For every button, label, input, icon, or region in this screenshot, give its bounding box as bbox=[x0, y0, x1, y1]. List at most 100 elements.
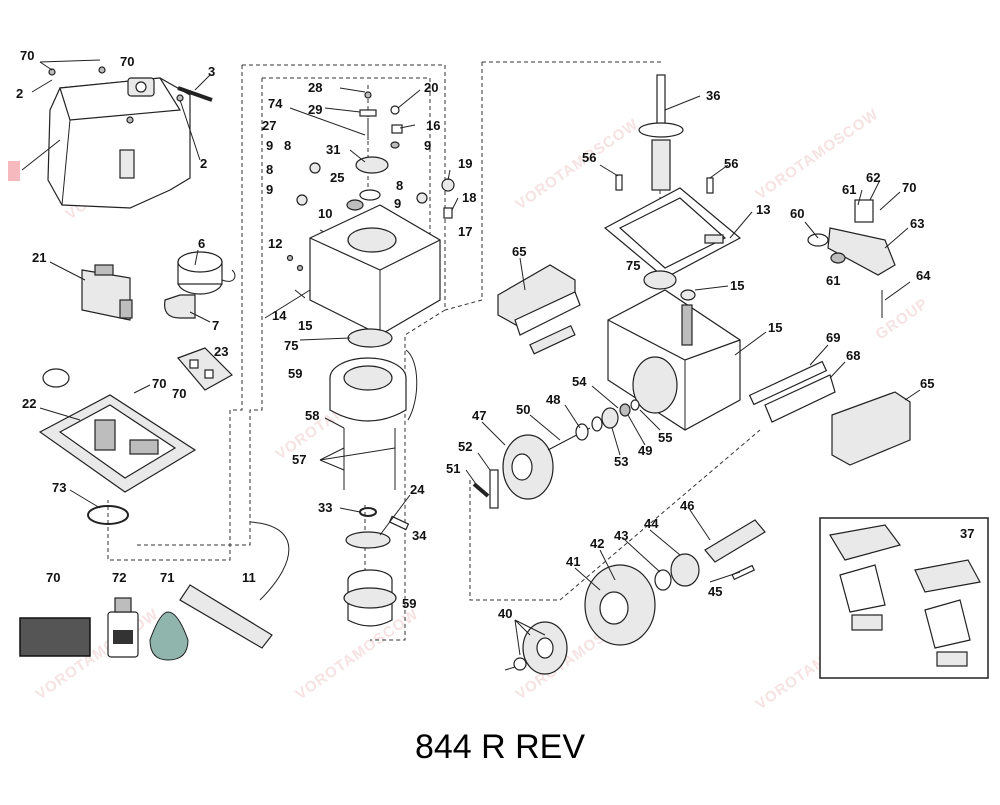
spring-part bbox=[472, 482, 490, 498]
callout-24: 24 bbox=[410, 482, 425, 497]
callout-25: 25 bbox=[330, 170, 344, 185]
svg-text:GROUP: GROUP bbox=[873, 295, 932, 343]
callout-9: 9 bbox=[266, 182, 273, 197]
bearing-part bbox=[347, 328, 393, 348]
plate-69-part bbox=[748, 360, 828, 406]
callout-56: 56 bbox=[724, 156, 738, 171]
callout-59: 59 bbox=[402, 596, 416, 611]
cover-part bbox=[47, 66, 191, 209]
callout-73: 73 bbox=[52, 480, 66, 495]
callout-72: 72 bbox=[112, 570, 126, 585]
side-cover-right-part bbox=[831, 391, 911, 466]
callout-64: 64 bbox=[916, 268, 931, 283]
plate-part bbox=[345, 531, 391, 549]
svg-text:VOROTAMOSCOW: VOROTAMOSCOW bbox=[513, 116, 642, 214]
callout-37: 37 bbox=[960, 526, 974, 541]
callout-7: 7 bbox=[212, 318, 219, 333]
callout-10: 10 bbox=[318, 206, 332, 221]
callout-28: 28 bbox=[308, 80, 322, 95]
callout-55: 55 bbox=[658, 430, 672, 445]
screws-part bbox=[343, 428, 396, 490]
callout-14: 14 bbox=[272, 308, 287, 323]
callout-labels: 1 70 2 70 3 2 21 6 7 23 70 70 22 73 70 7… bbox=[13, 48, 974, 621]
callout-61: 61 bbox=[826, 273, 840, 288]
callout-45: 45 bbox=[708, 584, 722, 599]
bracket-part bbox=[163, 294, 196, 319]
callout-31: 31 bbox=[326, 142, 340, 157]
callout-58: 58 bbox=[305, 408, 319, 423]
washers-15-part bbox=[680, 289, 696, 301]
callout-19: 19 bbox=[458, 156, 472, 171]
intermediate-shaft-part bbox=[547, 399, 640, 451]
callout-18: 18 bbox=[462, 190, 476, 205]
callout-34: 34 bbox=[412, 528, 427, 543]
callout-2: 2 bbox=[16, 86, 23, 101]
motor-housing-part bbox=[309, 204, 441, 336]
oil-bottle-part bbox=[107, 597, 139, 658]
callout-70: 70 bbox=[46, 570, 60, 585]
plug-part bbox=[42, 368, 70, 388]
callout-47: 47 bbox=[472, 408, 486, 423]
callout-70: 70 bbox=[172, 386, 186, 401]
callout-65: 65 bbox=[512, 244, 526, 259]
pin-56-left-part bbox=[615, 174, 623, 191]
callout-75: 75 bbox=[626, 258, 640, 273]
callout-48: 48 bbox=[546, 392, 560, 407]
bracket-68-part bbox=[764, 374, 836, 423]
assembly-guide-lines bbox=[107, 61, 761, 641]
side-cover-left-part bbox=[497, 264, 581, 355]
callout-13: 13 bbox=[756, 202, 770, 217]
rotor-part bbox=[343, 569, 397, 627]
callout-29: 29 bbox=[308, 102, 322, 117]
callout-57: 57 bbox=[292, 452, 306, 467]
callout-71: 71 bbox=[160, 570, 174, 585]
output-shaft-part bbox=[638, 74, 684, 191]
callout-6: 6 bbox=[198, 236, 205, 251]
callout-70: 70 bbox=[152, 376, 166, 391]
callout-59: 59 bbox=[288, 366, 302, 381]
callout-53: 53 bbox=[614, 454, 628, 469]
callout-74: 74 bbox=[268, 96, 283, 111]
callout-15: 15 bbox=[298, 318, 312, 333]
drive-shaft-part bbox=[654, 519, 766, 591]
pinion-part bbox=[504, 621, 568, 675]
callout-46: 46 bbox=[680, 498, 694, 513]
leader-lines bbox=[21, 59, 921, 656]
gasket-part bbox=[603, 187, 742, 279]
gearbox-housing-part bbox=[607, 289, 741, 431]
callout-3: 3 bbox=[208, 64, 215, 79]
callout-9: 9 bbox=[266, 138, 273, 153]
control-board-part bbox=[81, 264, 133, 321]
callout-69: 69 bbox=[826, 330, 840, 345]
callout-50: 50 bbox=[516, 402, 530, 417]
connector-part bbox=[176, 347, 233, 391]
inset-limit-switch-kit bbox=[819, 517, 989, 679]
callout-16: 16 bbox=[426, 118, 440, 133]
callout-63: 63 bbox=[910, 216, 924, 231]
callout-8: 8 bbox=[284, 138, 291, 153]
callout-9: 9 bbox=[424, 138, 431, 153]
release-arm-part bbox=[807, 199, 896, 318]
callout-65: 65 bbox=[920, 376, 934, 391]
callout-61: 61 bbox=[842, 182, 856, 197]
callout-15: 15 bbox=[730, 278, 744, 293]
callout-49: 49 bbox=[638, 443, 652, 458]
callout-36: 36 bbox=[706, 88, 720, 103]
callout-22: 22 bbox=[22, 396, 36, 411]
washer-part bbox=[359, 507, 377, 517]
pin-part bbox=[388, 515, 410, 531]
cap-part bbox=[127, 77, 155, 97]
callout-51: 51 bbox=[446, 461, 460, 476]
strip-part bbox=[177, 86, 213, 102]
callout-8: 8 bbox=[266, 162, 273, 177]
gear-wheel-part bbox=[502, 434, 554, 500]
capacitor-part bbox=[177, 251, 236, 295]
callout-15: 15 bbox=[768, 320, 782, 335]
callout-56: 56 bbox=[582, 150, 596, 165]
callout-52: 52 bbox=[458, 439, 472, 454]
callout-42: 42 bbox=[590, 536, 604, 551]
callout-70: 70 bbox=[20, 48, 34, 63]
o-ring-part bbox=[87, 505, 129, 525]
